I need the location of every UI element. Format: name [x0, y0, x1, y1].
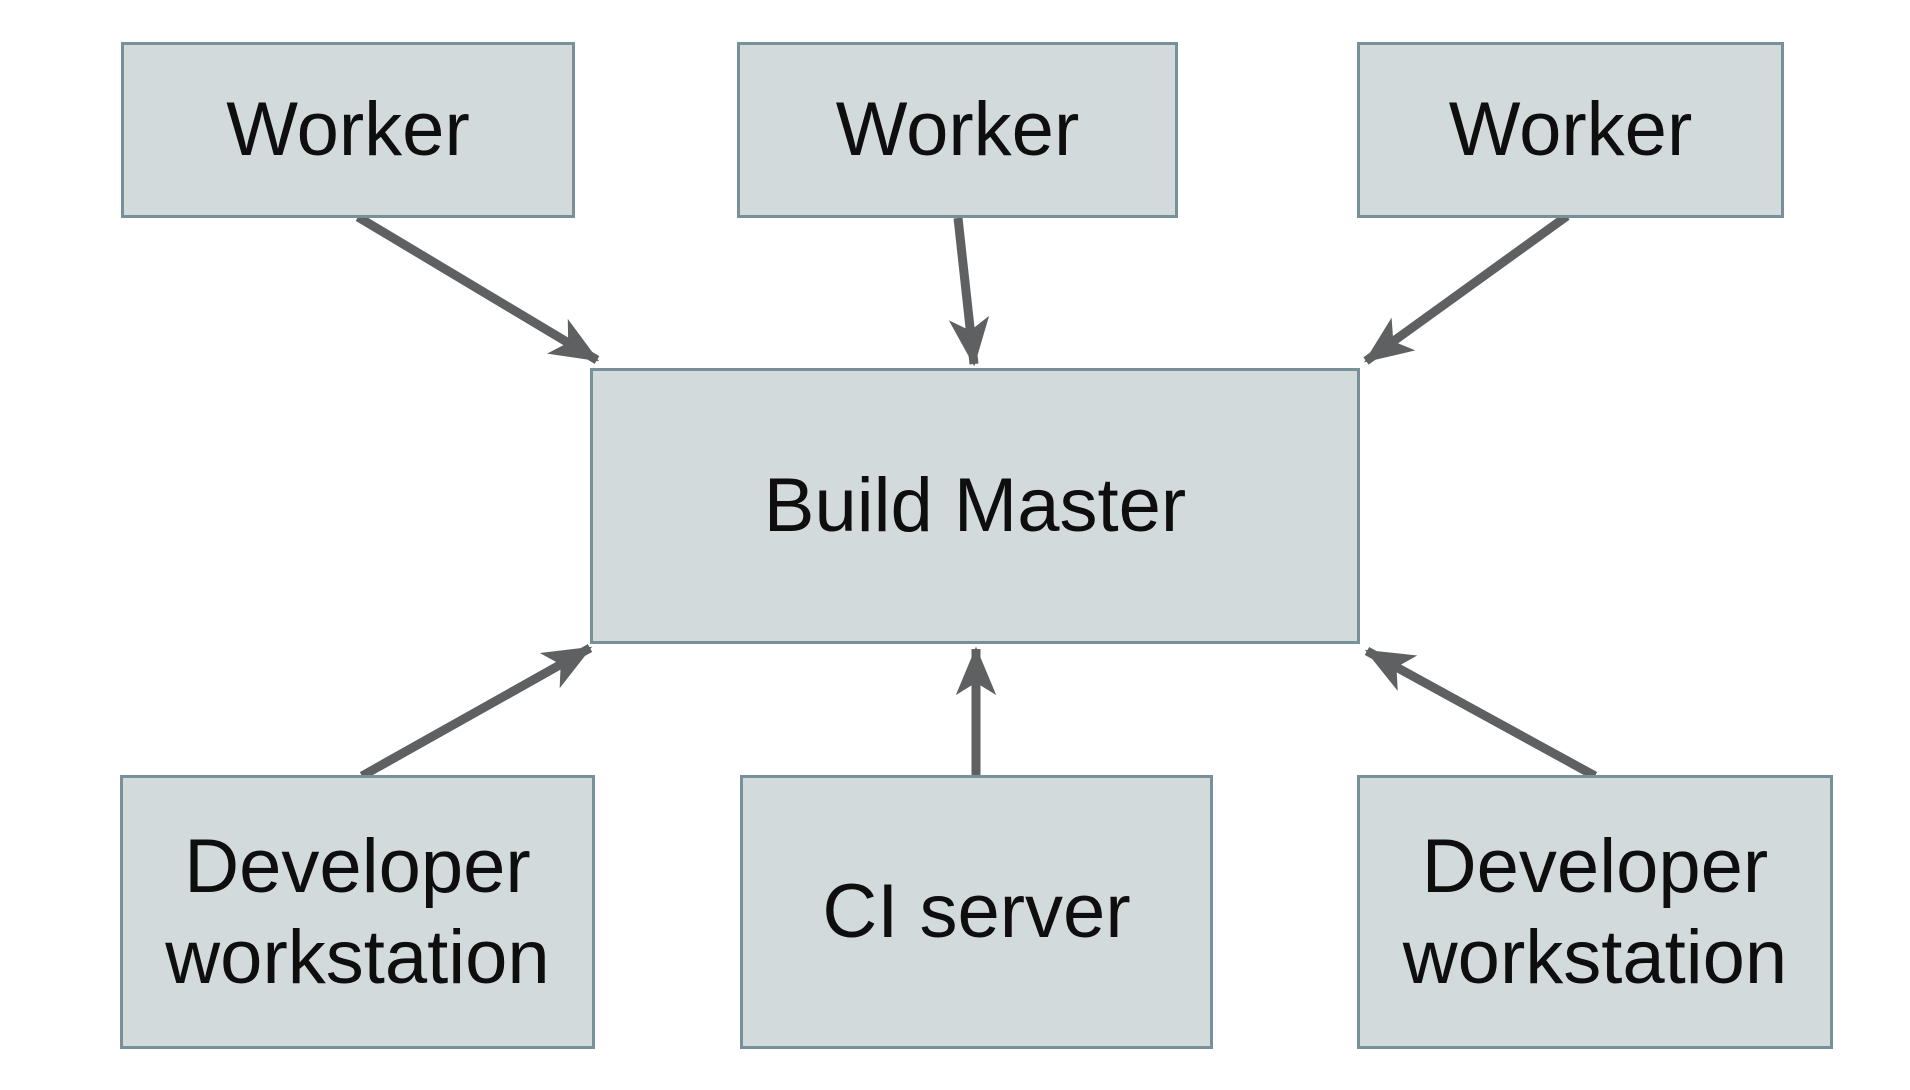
node-worker-right: Worker — [1357, 42, 1784, 218]
arrow-worker-left-to-build-master — [355, 213, 600, 364]
arrow-dev-left-to-build-master — [359, 644, 593, 780]
node-worker-left: Worker — [121, 42, 575, 218]
node-developer-workstation-right: Developer workstation — [1357, 775, 1833, 1049]
node-developer-workstation-right-label: Developer workstation — [1402, 823, 1788, 1000]
node-worker-middle: Worker — [737, 42, 1178, 218]
node-build-master: Build Master — [590, 368, 1360, 644]
arrow-worker-right-to-build-master — [1363, 212, 1570, 365]
node-worker-right-label: Worker — [1448, 87, 1693, 173]
node-build-master-label: Build Master — [763, 463, 1187, 549]
node-developer-workstation-left: Developer workstation — [120, 775, 595, 1049]
node-ci-server-label: CI server — [822, 869, 1131, 955]
node-worker-middle-label: Worker — [835, 87, 1080, 173]
arrow-dev-right-to-build-master — [1364, 647, 1598, 780]
node-developer-workstation-left-label: Developer workstation — [165, 823, 550, 1000]
node-ci-server: CI server — [740, 775, 1213, 1049]
arrow-worker-middle-to-build-master — [948, 217, 990, 367]
node-worker-left-label: Worker — [226, 87, 470, 173]
